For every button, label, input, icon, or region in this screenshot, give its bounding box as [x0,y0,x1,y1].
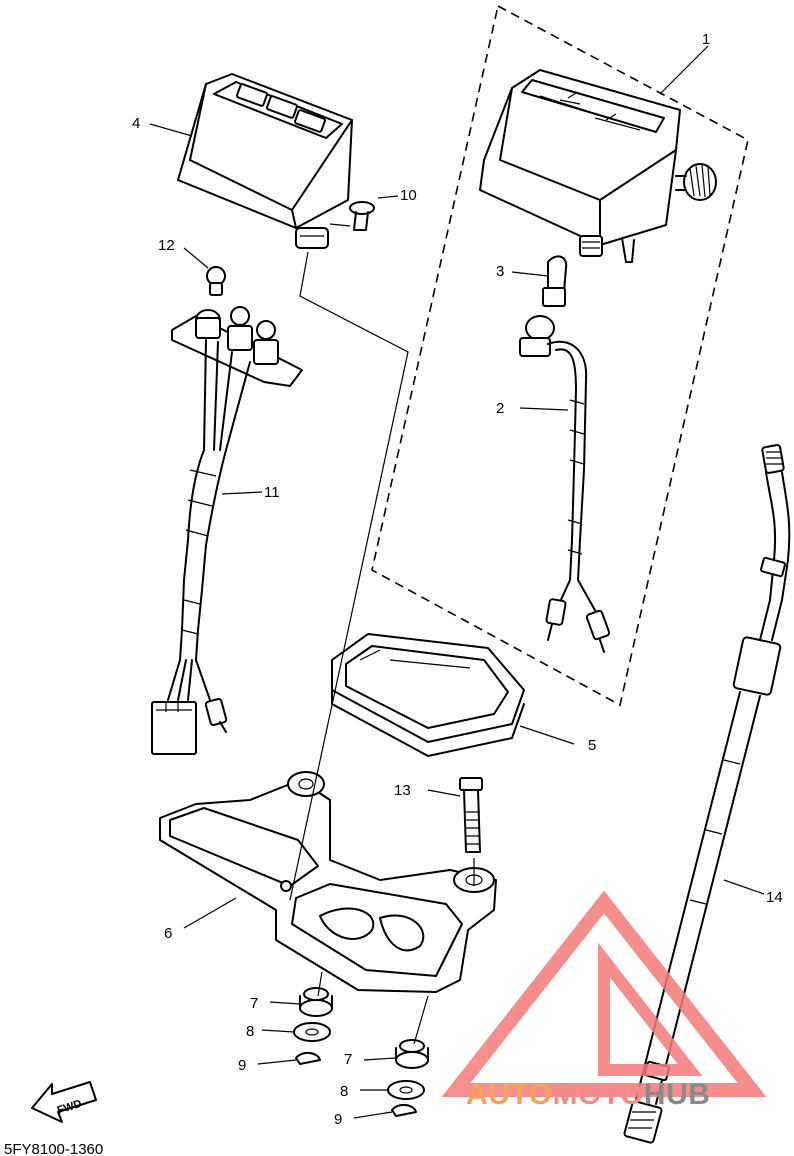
callout-label: 12 [158,237,175,254]
bracket-bolt [459,777,483,853]
assembly-line [289,251,409,901]
meter-cushion [331,633,525,757]
indicator-harness [151,306,303,755]
callout-label: 13 [394,782,411,799]
watermark-part-auto: AUTO [466,1078,552,1111]
assembly-line [317,971,323,997]
callout-label: 5 [588,737,596,754]
clip [391,1104,417,1117]
indicator-bulb [206,266,226,296]
callout-label: 10 [400,187,417,204]
fwd-arrow-icon: FWD [31,1081,97,1123]
callout-label: 11 [264,484,280,501]
callout-label: 2 [496,400,504,417]
callout-label: 14 [766,889,783,906]
callout-label: 4 [132,115,140,132]
callout-label: 6 [164,925,172,942]
meter-case [177,73,353,249]
screw [349,201,375,231]
clip [295,1052,321,1065]
speedometer-cable [623,444,791,1144]
diagram-code: 5FY8100-1360 [4,1141,103,1156]
watermark-text: AUTOMOTOHUB [466,1078,710,1111]
watermark-part-moto: MOTO [552,1078,643,1111]
washer [293,1022,331,1042]
grommet [395,1039,429,1069]
meter-bracket [159,771,497,993]
callout-label: 7 [250,995,258,1012]
watermark-logo-icon [441,890,767,1097]
grommet [299,987,333,1017]
callout-label: 7 [344,1051,352,1068]
callout-label: 3 [496,263,504,280]
meter-assembly [479,69,717,263]
meter-lead-wire [519,315,611,653]
callout-label: 9 [334,1111,342,1128]
assembly-group-outline [371,4,749,707]
callout-label: 9 [238,1057,246,1074]
watermark-part-hub: HUB [644,1078,711,1111]
callout-label: 1 [702,31,710,48]
callout-label: 8 [246,1023,254,1040]
meter-bulb [542,255,568,307]
callouts: 1 2 3 4 5 6 7 8 9 10 11 12 13 14 7 8 [132,31,783,1128]
assembly-line [413,995,429,1045]
callout-label: 8 [340,1083,348,1100]
washer [387,1080,425,1100]
